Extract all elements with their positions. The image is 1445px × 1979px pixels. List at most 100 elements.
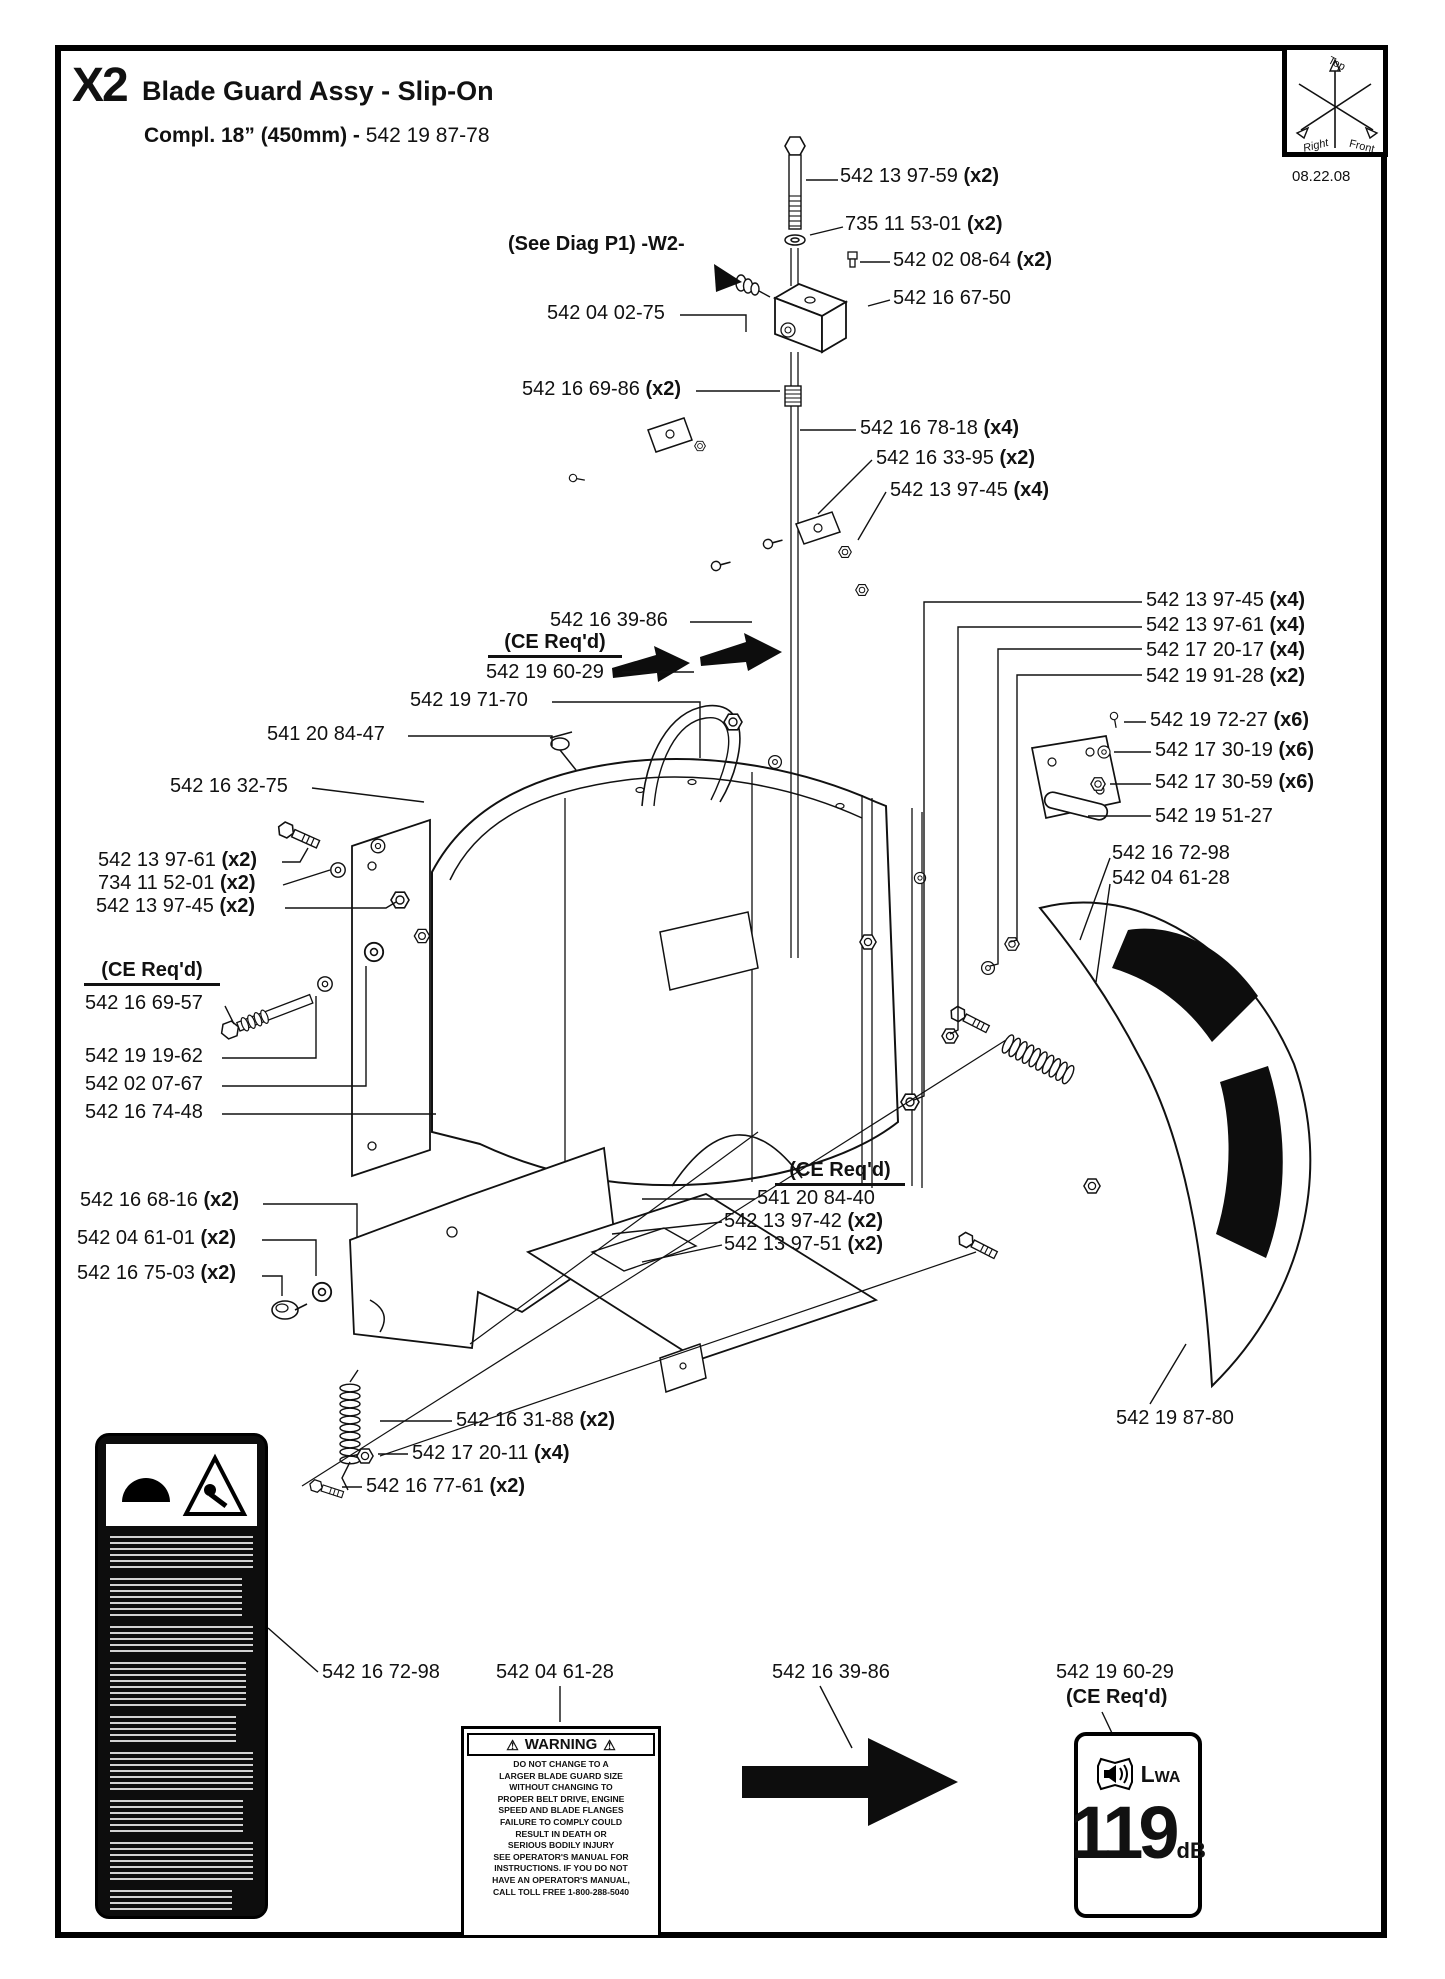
part-label: 542 02 08-64 (x2): [893, 249, 1053, 271]
part-label: 542 13 97-45 (x2): [96, 895, 256, 917]
part-label: (CE Req'd): [488, 632, 622, 658]
plate-tab: [659, 1343, 707, 1393]
part-label: 542 16 39-86: [772, 1661, 890, 1683]
part-label: 542 16 77-61 (x2): [366, 1475, 526, 1497]
warning-text-line: WITHOUT CHANGING TO: [509, 1782, 613, 1793]
part-label: 541 20 84-40: [757, 1187, 875, 1209]
blade-pictogram-icon: [122, 1478, 170, 1502]
part-label: 542 19 60-29: [486, 661, 604, 683]
warning-text-line: INSTRUCTIONS. IF YOU DO NOT: [494, 1863, 628, 1874]
rotation-arrow-sticker-2: [700, 633, 782, 671]
clamp-lever: [549, 731, 577, 771]
part-label: 542 16 32-75: [170, 775, 288, 797]
page-subtitle: Compl. 18” (450mm) - 542 19 87-78: [144, 124, 490, 148]
guard-front-sticker-outline: [659, 911, 759, 991]
orientation-axes-icon: Top Right Front: [1295, 54, 1379, 156]
warning-text-line: PROPER BELT DRIVE, ENGINE: [497, 1793, 625, 1804]
blade-guard-body: [431, 758, 900, 1187]
diagram-code: X2: [72, 59, 129, 112]
part-label: (CE Req'd): [1066, 1686, 1168, 1708]
top-washer: [784, 234, 806, 246]
rotation-arrow-sticker: [612, 646, 690, 682]
subtitle-size: Compl. 18” (450mm) -: [144, 124, 360, 147]
part-label: 542 17 30-19 (x6): [1155, 739, 1315, 761]
part-label: 542 19 72-27 (x6): [1150, 709, 1310, 731]
part-label: 542 19 91-28 (x2): [1146, 665, 1306, 687]
warning-triangle-icon: ⚠: [506, 1736, 519, 1753]
part-label: (See Diag P1) -W2-: [508, 233, 685, 255]
part-label: 542 04 61-01 (x2): [77, 1227, 237, 1249]
part-label: 542 13 97-51 (x2): [724, 1233, 884, 1255]
sticker-pictogram-row: [106, 1444, 257, 1526]
part-label: 542 04 02-75: [547, 302, 665, 324]
part-label: 734 11 52-01 (x2): [98, 872, 256, 894]
warning-text-line: HAVE AN OPERATOR'S MANUAL,: [492, 1874, 630, 1885]
depth-stop-rod-stud: [784, 385, 802, 407]
part-label: 542 02 07-67: [85, 1073, 203, 1095]
noise-value: 119: [1070, 1791, 1179, 1874]
warning-text-line: SERIOUS BODILY INJURY: [507, 1840, 615, 1851]
part-label: 542 13 97-59 (x2): [840, 165, 1000, 187]
warning-text-line: SEE OPERATOR'S MANUAL FOR: [493, 1851, 629, 1862]
noise-unit: dB: [1176, 1838, 1206, 1863]
page-border-frame: [55, 45, 1387, 1938]
part-label: 542 16 72-98: [1112, 842, 1230, 864]
part-label: (CE Req'd): [775, 1160, 905, 1186]
see-diag-arrow: [714, 264, 742, 292]
guard-black-stripe-1: [1112, 928, 1258, 1042]
part-label: 542 19 51-27: [1155, 805, 1273, 827]
warning-text-line: CALL TOLL FREE 1-800-288-5040: [492, 1886, 630, 1897]
part-label: 542 04 61-28: [496, 1661, 614, 1683]
part-label: 542 13 97-61 (x2): [98, 849, 258, 871]
subtitle-part-number: 542 19 87-78: [359, 124, 490, 147]
set-screw: [847, 251, 858, 268]
part-label: 542 16 69-86 (x2): [522, 378, 682, 400]
warning-header: ⚠ WARNING ⚠: [467, 1733, 655, 1756]
part-label: 542 16 33-95 (x2): [876, 447, 1036, 469]
warning-triangle-icon: [182, 1453, 248, 1516]
part-label: 542 19 19-62: [85, 1045, 203, 1067]
adjuster-bracket: [349, 1146, 617, 1350]
part-label: 542 19 60-29: [1056, 1661, 1174, 1683]
part-label: 542 19 87-80: [1116, 1407, 1234, 1429]
thumb-knob: [271, 1300, 308, 1320]
multilingual-warning-sticker: [95, 1433, 268, 1919]
ce-kit-bolt: [220, 993, 314, 1040]
guard-handle: [641, 704, 741, 807]
part-label: 542 16 78-18 (x4): [860, 417, 1020, 439]
warning-header-text: WARNING: [524, 1736, 598, 1753]
part-label: (CE Req'd): [84, 960, 220, 986]
warning-text-line: DO NOT CHANGE TO A: [513, 1759, 609, 1769]
mounting-block: [772, 283, 849, 354]
guard-black-stripe-2: [1216, 1066, 1283, 1258]
part-label: 542 17 30-59 (x6): [1155, 771, 1315, 793]
part-label: 542 16 75-03 (x2): [77, 1262, 237, 1284]
part-label: 542 16 67-50: [893, 287, 1011, 309]
orientation-axes-box: Top Right Front: [1282, 45, 1388, 157]
part-label: 541 20 84-47: [267, 723, 385, 745]
warning-text-line: FAILURE TO COMPLY COULD: [499, 1816, 623, 1827]
fine-print-text: [110, 1536, 253, 1920]
part-label: 542 13 97-45 (x4): [1146, 589, 1306, 611]
side-plate: [351, 818, 431, 1178]
lwa-symbol: LWA: [1140, 1760, 1181, 1787]
part-label: 542 13 97-61 (x4): [1146, 614, 1306, 636]
warning-text-line: RESULT IN DEATH OR: [515, 1828, 607, 1839]
speaker-icon: [1096, 1757, 1133, 1791]
part-label: 542 17 20-11 (x4): [412, 1442, 570, 1464]
warning-text-line: LARGER BLADE GUARD SIZE: [499, 1770, 623, 1781]
part-label: 542 16 72-98: [322, 1661, 440, 1683]
part-label: 542 04 61-28: [1112, 867, 1230, 889]
part-label: 542 16 68-16 (x2): [80, 1189, 240, 1211]
part-label: 542 16 39-86: [550, 609, 668, 631]
part-label: 542 13 97-42 (x2): [724, 1210, 884, 1232]
part-label: 542 19 71-70: [410, 689, 528, 711]
leader-lines: [222, 179, 1187, 1789]
warning-text-line: SPEED AND BLADE FLANGES: [498, 1805, 624, 1816]
warning-triangle-icon: ⚠: [603, 1736, 616, 1753]
revision-date: 08.22.08: [1292, 168, 1351, 185]
